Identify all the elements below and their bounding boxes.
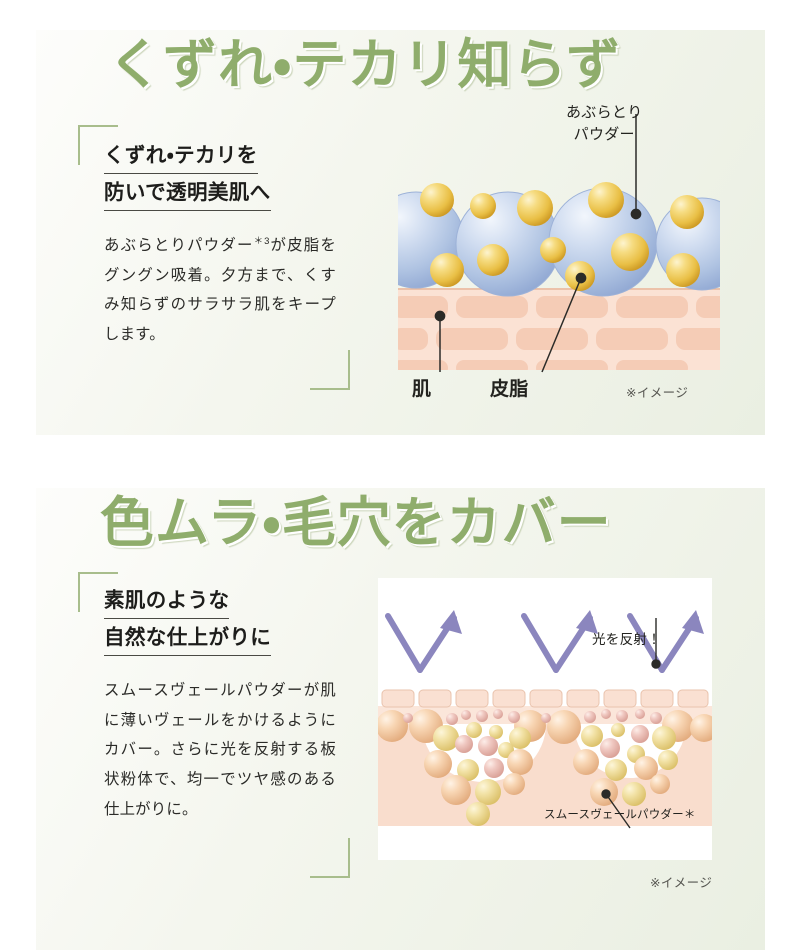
section-2-body: スムースヴェールパウダーが肌に薄いヴェールをかけるようにカバー。さらに光を反射す… <box>104 682 336 818</box>
section-2-lede-line-2: 自然な仕上がりに <box>104 622 272 657</box>
plate-particles <box>381 689 709 708</box>
light-reflect-label: 光を反射！ <box>592 632 661 647</box>
veil-powder-diagram: 光を反射！ <box>378 578 712 860</box>
skin-layer <box>398 288 720 370</box>
section-1-title: くずれ・テカリ知らず <box>108 35 622 95</box>
section-1-lede: くずれ・テカリを 防いで透明美肌へ <box>104 140 336 212</box>
powder-callout-line-1: あぶらとり <box>566 104 643 121</box>
section-2-image-note: ※イメージ <box>650 876 713 890</box>
sebum-droplets <box>398 182 720 297</box>
section-1-lede-line-1: くずれ・テカリを <box>104 140 258 175</box>
veil-powder-particles <box>378 709 712 826</box>
reflect-callout-leader <box>651 618 661 669</box>
section-2-lede-line-1: 素肌のような <box>104 585 230 620</box>
section-1-body-lead: あぶらとりパウダー <box>104 237 254 255</box>
section-1-body-rest: が皮脂をグングン吸着。夕方まで、くすみ知らずのサラサラ肌をキープします。 <box>104 237 336 344</box>
section-1-bracket-top-left <box>78 125 118 165</box>
section-1-bracket-bottom-right <box>310 350 350 390</box>
section-2-bracket-bottom-right <box>310 838 350 878</box>
sebum-label: 皮脂 <box>490 379 529 400</box>
veil-callout-leader <box>601 789 631 829</box>
veil-powder-label: スムースヴェールパウダー＊ <box>544 809 696 821</box>
section-2-title: 色ムラ・毛穴をカバー <box>100 493 612 553</box>
section-1-body: あぶらとりパウダー＊3が皮脂をグングン吸着。夕方まで、くすみ知らずのサラサラ肌を… <box>104 231 336 349</box>
section-1-body-footnote-mark: ＊3 <box>253 236 270 248</box>
section-1-image-note: ※イメージ <box>626 386 689 400</box>
section-2-bracket-top-left <box>78 572 118 612</box>
skin-label: 肌 <box>412 379 432 400</box>
section-1-copy: くずれ・テカリを 防いで透明美肌へ あぶらとりパウダー＊3が皮脂をグングン吸着。… <box>104 140 336 350</box>
sebum-diagram-svg <box>398 114 720 373</box>
sebum-absorption-diagram: あぶらとり パウダー <box>390 100 730 410</box>
veil-diagram-svg <box>378 610 712 829</box>
section-2-lede: 素肌のような 自然な仕上がりに <box>104 585 336 657</box>
section-2-copy: 素肌のような 自然な仕上がりに スムースヴェールパウダーが肌に薄いヴェールをかけ… <box>104 585 336 824</box>
section-1-lede-line-2: 防いで透明美肌へ <box>104 177 271 212</box>
arrow-heads <box>440 610 704 634</box>
powder-particles <box>420 182 704 291</box>
powder-callout-line-2: パウダー <box>573 125 635 143</box>
callout-leaders <box>434 114 642 373</box>
powder-callout-label: あぶらとり パウダー <box>566 102 643 146</box>
